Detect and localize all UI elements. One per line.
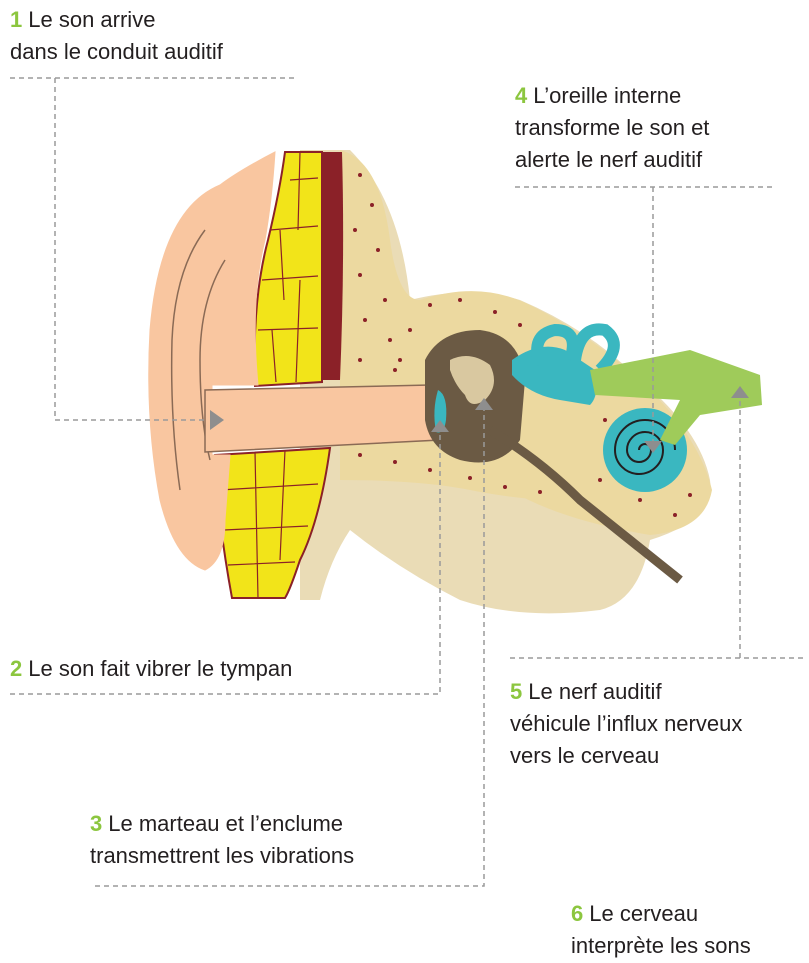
label-6-line-1: Le cerveau: [589, 901, 698, 926]
label-3-line-1: Le marteau et l’enclume: [108, 811, 343, 836]
label-4-line-3: alerte le nerf auditif: [515, 144, 709, 176]
ear-canal: [205, 385, 440, 452]
label-6-line-2: interprète les sons: [571, 930, 751, 962]
label-4-line-2: transforme le son et: [515, 112, 709, 144]
label-4-number: 4: [515, 83, 527, 108]
label-2-number: 2: [10, 656, 22, 681]
label-3-line-2: transmettrent les vibrations: [90, 840, 354, 872]
muscle-band: [320, 152, 343, 380]
label-5-line-3: vers le cerveau: [510, 740, 742, 772]
label-1-line-1: Le son arrive: [28, 7, 155, 32]
label-5-line-2: véhicule l’influx nerveux: [510, 708, 742, 740]
label-1-number: 1: [10, 7, 22, 32]
label-6-number: 6: [571, 901, 583, 926]
label-1-line-2: dans le conduit auditif: [10, 36, 223, 68]
label-2-line-1: Le son fait vibrer le tympan: [28, 656, 292, 681]
label-3-number: 3: [90, 811, 102, 836]
label-5-number: 5: [510, 679, 522, 704]
label-5-line-1: Le nerf auditif: [528, 679, 661, 704]
label-4-line-1: L’oreille interne: [533, 83, 681, 108]
